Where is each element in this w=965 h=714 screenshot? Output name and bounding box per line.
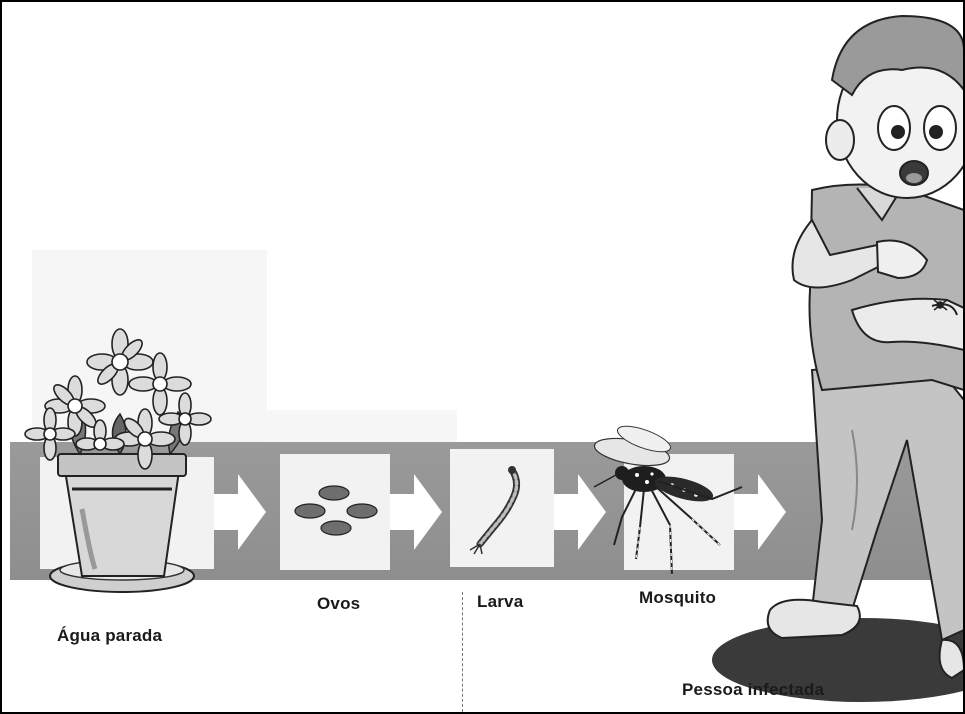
larva-icon [464,464,534,556]
page-fold-line [462,592,464,712]
stage-label-agua: Água parada [57,626,162,646]
arrow-right-icon [214,472,266,552]
stage-label-mosquito: Mosquito [639,588,716,608]
stage-label-pessoa: Pessoa infectada [682,680,824,700]
eggs-icon [290,484,382,542]
infected-boy-icon [702,10,965,710]
stage-label-ovos: Ovos [317,594,360,614]
stage-label-larva: Larva [477,592,523,612]
flower-pot-icon [20,314,220,599]
arrow-right-icon [390,472,442,552]
